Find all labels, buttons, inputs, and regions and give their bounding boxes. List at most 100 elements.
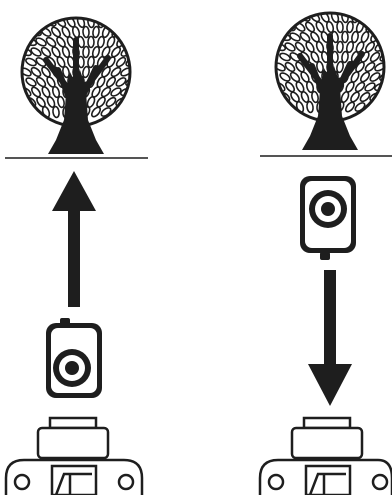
leaf-mark [110, 46, 122, 58]
leaf-mark [30, 47, 42, 57]
leaf-mark [23, 67, 32, 77]
leaf-mark [289, 32, 301, 42]
leaf-mark [87, 55, 95, 69]
leaf-mark [97, 35, 105, 49]
leaf-mark [125, 19, 129, 28]
leaf-mark [374, 62, 383, 72]
leaf-mark [279, 52, 291, 62]
leaf-mark [316, 60, 324, 74]
leaf-mark [360, 14, 370, 24]
leaf-mark [96, 96, 106, 108]
leaf-mark [289, 71, 301, 83]
leaf-mark [359, 71, 371, 83]
leaf-mark [294, 41, 306, 53]
tripod-head-icon [258, 416, 392, 495]
leaf-mark [105, 76, 117, 88]
leaf-mark [351, 30, 359, 44]
leaf-mark [82, 65, 90, 79]
leaf-mark [345, 40, 355, 54]
leaf-mark [369, 72, 381, 82]
leaf-mark [378, 92, 383, 102]
leaf-mark [25, 77, 37, 87]
leaf-mark [125, 57, 129, 67]
leaf-mark [299, 31, 311, 43]
leaf-mark [277, 62, 286, 72]
arrow-up-icon [52, 171, 96, 307]
leaf-mark [277, 22, 287, 32]
leaf-mark [305, 80, 315, 94]
leaf-mark [110, 87, 122, 97]
leaf-mark [24, 19, 38, 26]
leaf-mark [354, 81, 366, 93]
leaf-mark [288, 14, 302, 22]
leaf-mark [30, 66, 42, 78]
leaf-mark [119, 107, 129, 117]
leaf-mark [120, 26, 129, 38]
leaf-mark [62, 65, 70, 79]
leaf-mark [354, 102, 366, 112]
leaf-mark [304, 21, 316, 33]
tree-icon [274, 11, 386, 150]
leaf-mark [25, 57, 37, 67]
leaf-mark [364, 82, 376, 92]
leaf-mark [52, 105, 60, 119]
leaf-mark [125, 77, 129, 87]
leaf-mark [120, 67, 129, 77]
leaf-mark [379, 72, 383, 82]
leaf-mark [115, 56, 127, 68]
leaf-mark [341, 50, 349, 64]
leaf-mark [124, 97, 129, 107]
leaf-mark [110, 66, 122, 78]
leaf-mark [373, 102, 383, 112]
leaf-mark [284, 81, 296, 93]
leaf-mark [311, 90, 319, 104]
leaf-mark [341, 30, 349, 44]
leaf-mark [51, 85, 61, 99]
leaf-mark [125, 36, 129, 48]
leaf-mark [289, 52, 301, 62]
leaf-mark [35, 57, 47, 67]
leaf-mark [87, 35, 95, 49]
leaf-mark [30, 86, 42, 98]
leaf-mark [306, 100, 314, 114]
leaf-mark [23, 27, 33, 37]
leaf-mark [106, 19, 116, 29]
camera-icon [46, 318, 102, 398]
leaf-mark [350, 91, 360, 103]
leaf-mark [100, 86, 112, 98]
leaf-mark [346, 20, 354, 34]
leaf-mark [359, 91, 371, 103]
right-panel [258, 11, 392, 495]
leaf-mark [34, 19, 48, 27]
leaf-mark [45, 36, 57, 48]
leaf-mark [379, 31, 383, 43]
leaf-mark [76, 19, 86, 29]
leaf-mark [92, 25, 100, 39]
leaf-mark [35, 76, 47, 88]
leaf-mark [284, 61, 296, 73]
leaf-mark [23, 106, 32, 118]
camera-icon [300, 176, 356, 260]
arrow-down-icon [308, 270, 352, 406]
leaf-mark [90, 106, 102, 118]
leaf-mark [364, 61, 376, 73]
leaf-mark [71, 25, 81, 39]
leaf-mark [336, 40, 344, 54]
tree-icon [20, 16, 132, 154]
leaf-mark [374, 21, 383, 33]
leaf-mark [277, 101, 286, 113]
leaf-mark [40, 46, 52, 58]
leaf-mark [115, 77, 127, 87]
leaf-mark [57, 95, 65, 109]
leaf-mark [379, 52, 383, 62]
leaf-mark [105, 96, 117, 108]
leaf-mark [279, 72, 291, 82]
leaf-mark [100, 107, 112, 117]
tripod-head-icon [4, 416, 144, 495]
leaf-mark [330, 14, 340, 24]
left-panel [4, 16, 148, 495]
leaf-mark [35, 37, 47, 47]
leaf-mark [82, 45, 90, 59]
